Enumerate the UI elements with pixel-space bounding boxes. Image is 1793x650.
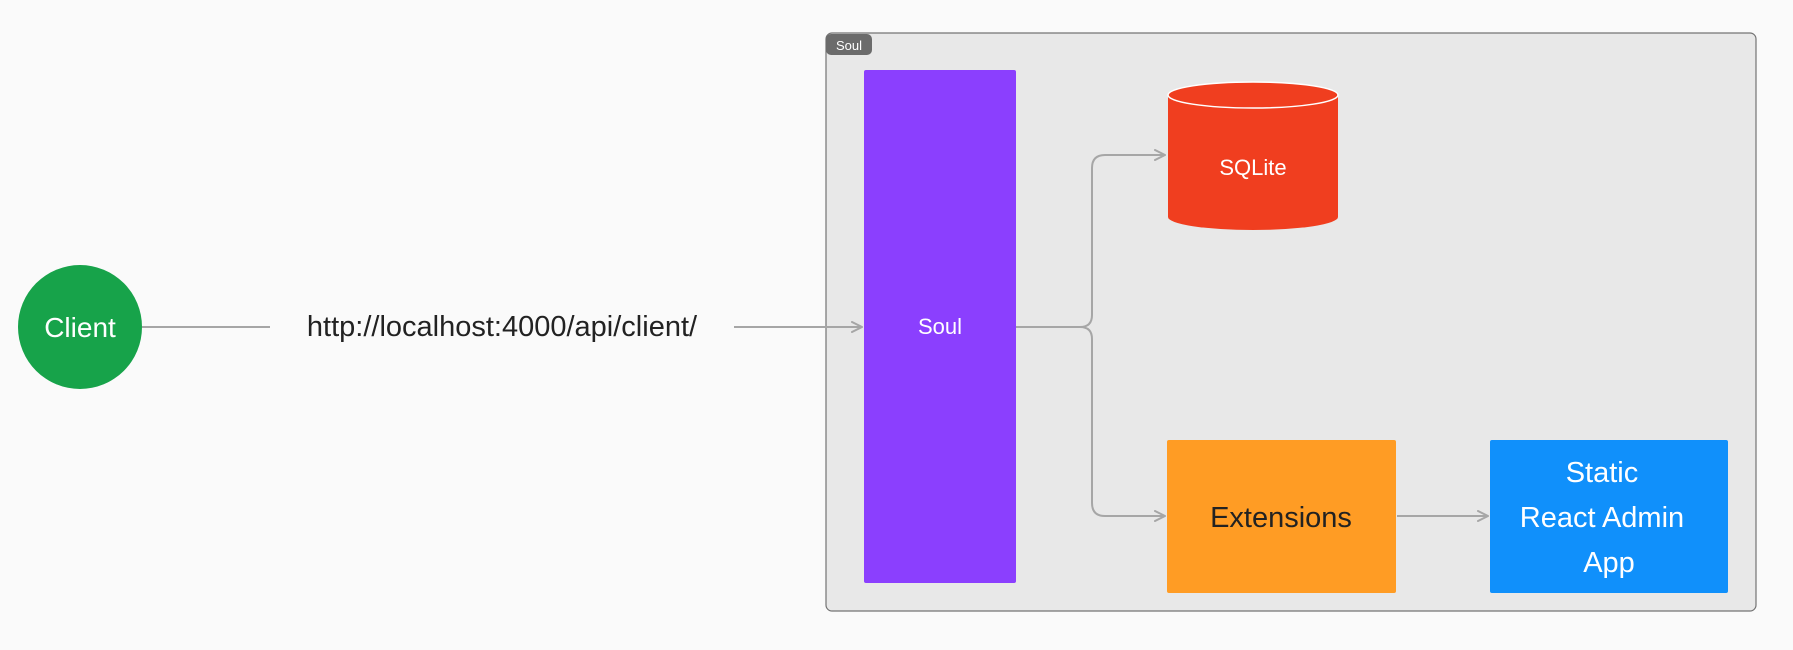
soul-group-badge-label: Soul [836, 38, 862, 53]
edge-soul-to-extensions [1079, 326, 1166, 522]
client-circle [18, 265, 142, 389]
sqlite-label: SQLite [1219, 155, 1286, 180]
soul-node: Soul [864, 70, 1016, 583]
edges [142, 149, 1489, 522]
static-app-rect [1490, 440, 1728, 593]
static-app-label: Static React Admin App [1520, 457, 1692, 579]
sqlite-cylinder-top [1167, 81, 1339, 109]
extensions-label: Extensions [1210, 502, 1352, 534]
soul-label: Soul [918, 314, 962, 339]
soul-rect [864, 70, 1016, 583]
edge-soul-to-sqlite [1016, 149, 1166, 328]
static-app-label-line: Static [1566, 457, 1639, 489]
static-app-label-line: React Admin [1520, 502, 1684, 534]
static-app-node: Static React Admin App [1490, 440, 1728, 593]
client-node: Client [18, 265, 142, 389]
client-label: Client [44, 312, 116, 343]
extensions-rect [1167, 440, 1396, 593]
sqlite-cylinder-body [1168, 95, 1338, 230]
sqlite-node: SQLite [1167, 81, 1339, 230]
edge-label-url: http://localhost:4000/api/client/ [307, 311, 698, 343]
soul-group-badge [826, 34, 872, 55]
extensions-node: Extensions [1167, 440, 1396, 593]
static-app-label-line: App [1583, 547, 1635, 579]
